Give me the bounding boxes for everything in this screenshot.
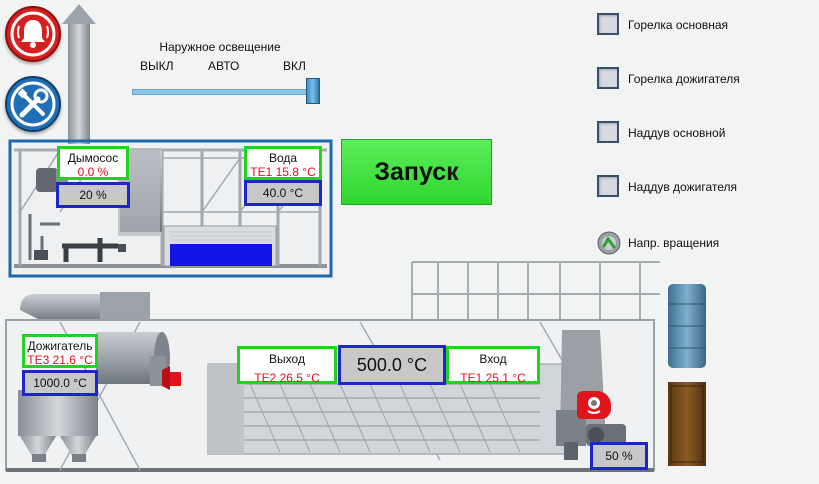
lighting-off-label: ВЫКЛ [140, 59, 174, 73]
water-reading: TE1 15.8 °C [250, 165, 316, 179]
afterburner-setpoint[interactable]: 1000.0 °C [22, 370, 98, 396]
alarm-bell-icon [5, 6, 61, 62]
checkbox-main-blower[interactable] [597, 121, 619, 143]
smoke-fan-setpoint[interactable]: 20 % [56, 182, 130, 208]
settings-button[interactable] [5, 76, 61, 132]
rotation-direction-icon [597, 231, 621, 255]
inlet-panel: Вход TE1 25.1 °C [446, 346, 540, 385]
lighting-title: Наружное освещение [159, 40, 281, 54]
drum-motor-indicator[interactable] [577, 391, 611, 419]
water-panel: Вода TE1 15.8 °C [244, 146, 322, 180]
checkbox-afterburner-burner[interactable] [597, 67, 619, 89]
checkbox-main-burner[interactable] [597, 13, 619, 35]
lighting-slider-thumb[interactable] [306, 78, 320, 104]
afterburner-panel: Дожигатель TE3 21.6 °C [22, 334, 98, 368]
brown-box [668, 382, 706, 466]
inlet-title: Вход [479, 352, 507, 366]
water-setpoint[interactable]: 40.0 °C [244, 180, 322, 206]
outlet-reading: TE2 26.5 °C [254, 371, 320, 385]
wrench-screwdriver-icon [5, 76, 61, 132]
afterburner-reading: TE3 21.6 °C [27, 353, 93, 367]
lighting-slider-track[interactable] [132, 89, 320, 95]
smoke-fan-panel: Дымосос 0.0 % [57, 146, 129, 180]
lighting-auto-label: АВТО [208, 59, 240, 73]
alarm-button[interactable] [5, 6, 61, 62]
drum-speed-setpoint[interactable]: 50 % [590, 442, 648, 470]
main-temperature-setpoint[interactable]: 500.0 °C [338, 345, 446, 385]
walkway-railing [411, 261, 660, 320]
lower-container [5, 319, 655, 472]
motor-icon [587, 397, 601, 414]
checkbox-main-burner-label: Горелка основная [628, 18, 728, 32]
water-title: Вода [268, 151, 298, 165]
rotation-direction-toggle[interactable] [597, 231, 621, 255]
blue-tank [668, 284, 706, 368]
duct [20, 292, 150, 324]
checkbox-afterburner-blower[interactable] [597, 175, 619, 197]
rotation-direction-label: Напр. вращения [628, 236, 720, 250]
lighting-on-label: ВКЛ [283, 59, 306, 73]
start-button-label: Запуск [374, 157, 459, 186]
outlet-title: Выход [269, 352, 305, 366]
afterburner-title: Дожигатель [27, 339, 93, 353]
smoke-fan-title: Дымосос [67, 151, 119, 165]
checkbox-main-blower-label: Наддув основной [628, 126, 726, 140]
start-button[interactable]: Запуск [341, 139, 492, 205]
inlet-reading: TE1 25.1 °C [460, 371, 526, 385]
burner-indicator [167, 372, 181, 386]
outlet-panel: Выход TE2 26.5 °C [237, 346, 337, 385]
checkbox-afterburner-blower-label: Наддув дожигателя [628, 180, 737, 194]
chimney [62, 4, 96, 144]
smoke-fan-value: 0.0 % [77, 165, 109, 179]
checkbox-afterburner-burner-label: Горелка дожигателя [628, 72, 740, 86]
